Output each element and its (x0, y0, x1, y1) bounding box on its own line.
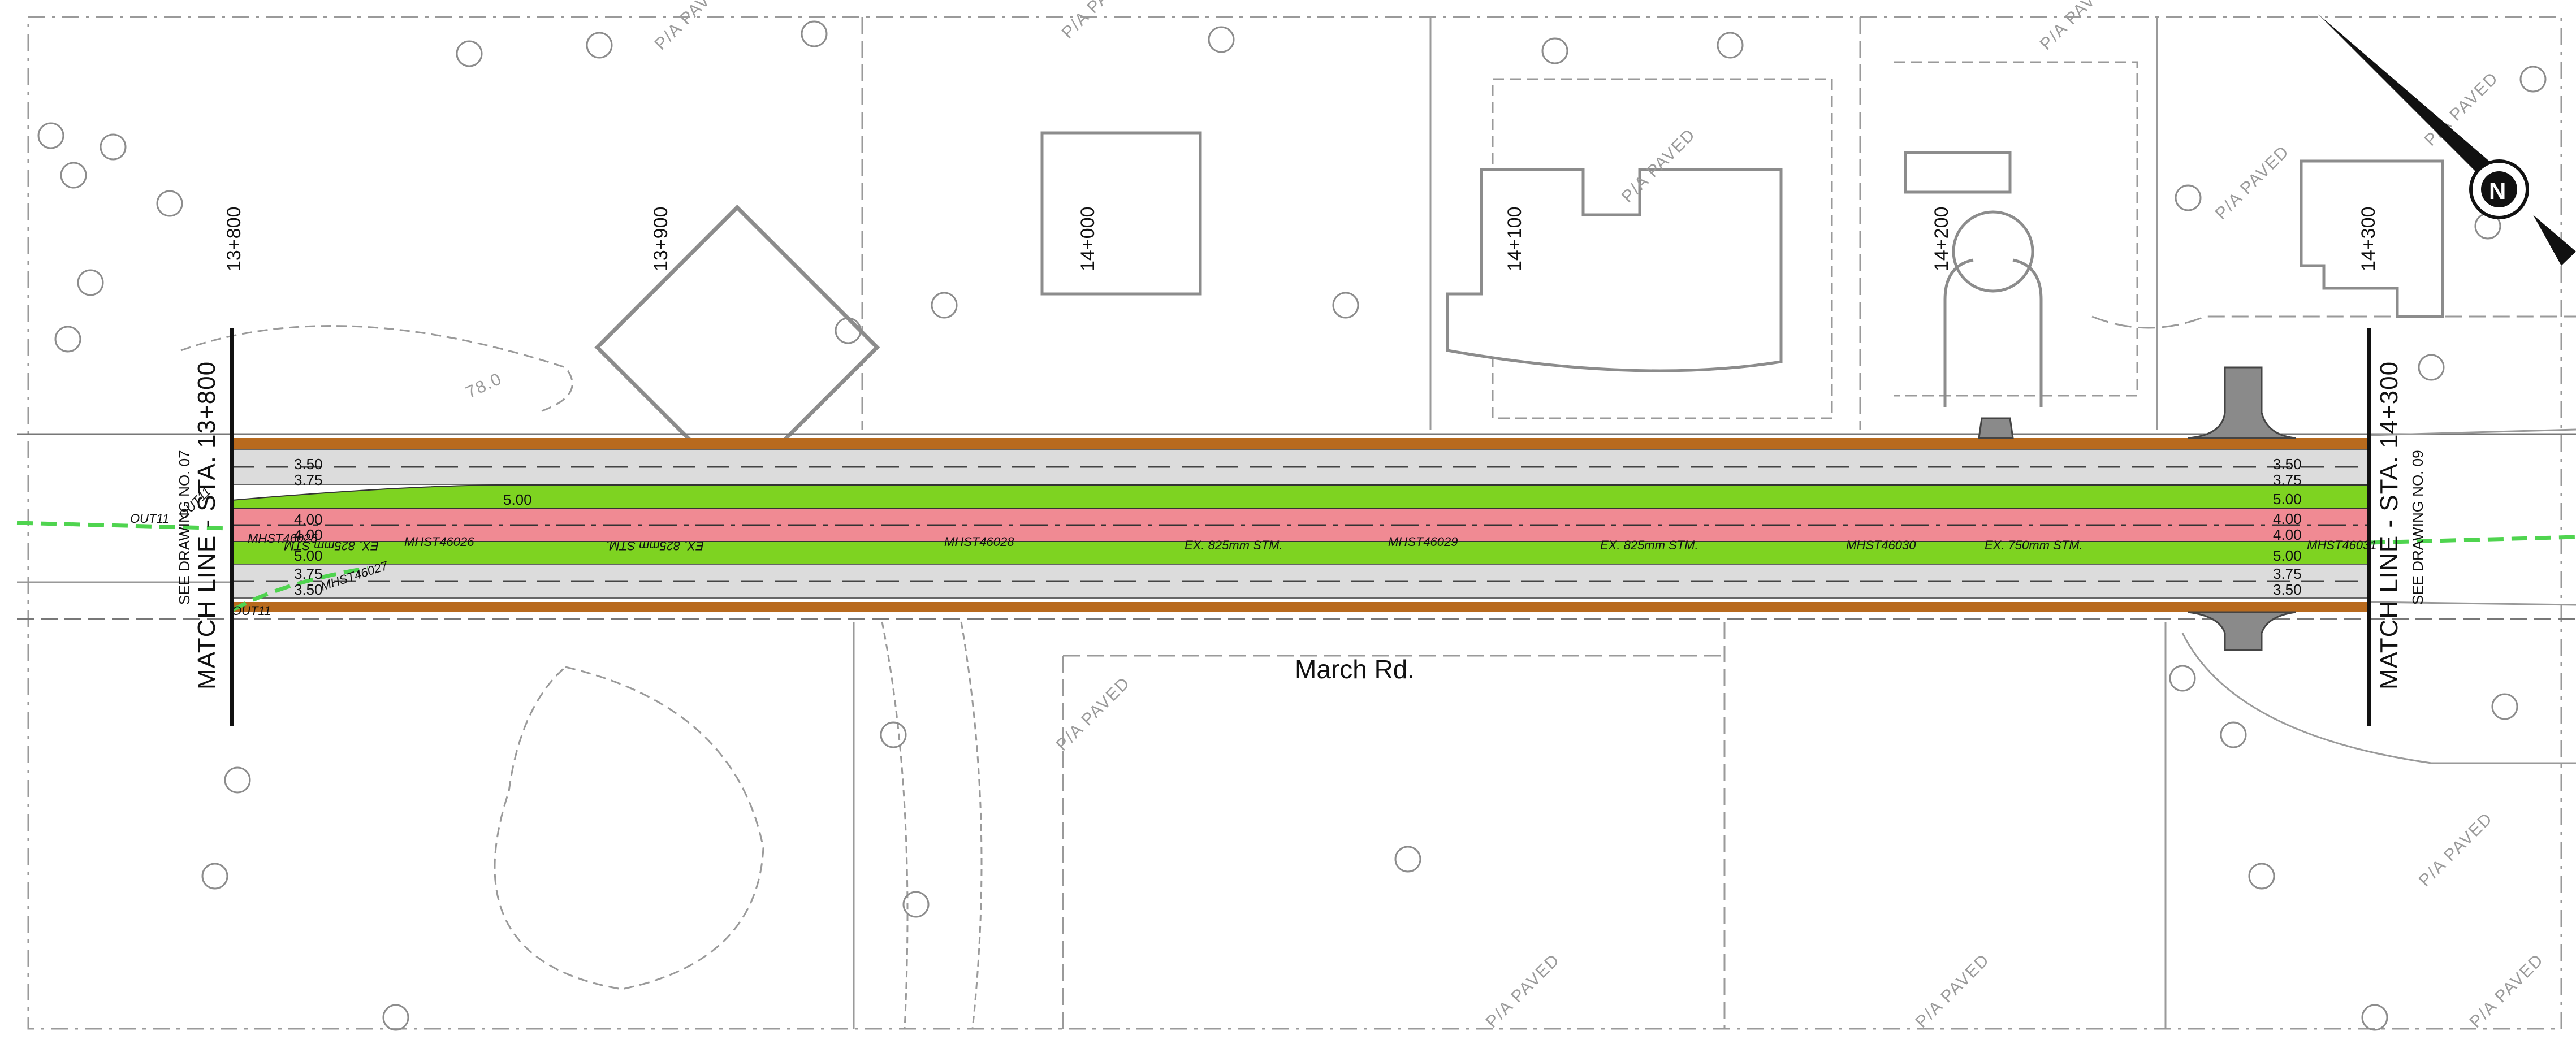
lane-width: 3.50 (294, 581, 323, 598)
building-3 (1446, 168, 1783, 372)
lane-width: 3.75 (2273, 471, 2302, 488)
station-label: 14+100 (1504, 207, 1525, 271)
paved-label: P/A PAVED (2466, 950, 2548, 1032)
lane-width: 3.75 (294, 565, 323, 582)
property-linework (27, 16, 2576, 1030)
storm-sewer (16, 521, 2576, 613)
lane-width: 4.00 (294, 511, 323, 528)
match-lines: MATCH LINE - STA. 13+800 MATCH LINE - ST… (176, 328, 2426, 726)
building-1 (594, 205, 880, 490)
paved-label: P/A PAVED (2037, 0, 2118, 54)
paved-label: P/A PAVED (2415, 809, 2497, 890)
station-label: 13+800 (223, 207, 245, 271)
paved-label: P/A PAVED (1053, 673, 1134, 755)
south-boulevard (232, 602, 2369, 612)
match-line-right: MATCH LINE - STA. 14+300 (2375, 361, 2403, 690)
station-label: 14+200 (1931, 207, 1952, 271)
station-labels: 13+800 13+900 14+000 14+100 14+200 14+30… (223, 207, 2379, 271)
lane-width: 4.00 (2273, 526, 2302, 543)
lane-width: 3.50 (2273, 456, 2302, 473)
existing-pipe-label: EX. 825mm STM. (1185, 538, 1283, 552)
lane-width: 3.75 (2273, 565, 2302, 582)
lane-width: 3.75 (294, 471, 323, 488)
driveways (1978, 366, 2296, 651)
building-5 (2300, 159, 2444, 318)
manhole-label: MHST46025 (248, 531, 318, 545)
paved-label: P/A PAVED (2212, 142, 2293, 223)
lane-width: 3.50 (294, 456, 323, 473)
buildings (594, 131, 2444, 490)
bike-lane-width: 5.00 (503, 491, 532, 508)
lane-width: 4.00 (2273, 510, 2302, 527)
south-bike-lane (231, 541, 2370, 565)
trees (37, 20, 2547, 1031)
manhole-label: MHST46030 (1846, 538, 1916, 552)
see-drawing-right: SEE DRAWING NO. 09 (2409, 450, 2426, 605)
lane-dimensions-left: 3.50 3.75 4.00 4.00 5.00 3.75 3.50 5.00 (294, 456, 532, 598)
existing-pipe-label: EX. 750mm STM. (1985, 538, 2083, 552)
lane-width: 4.00 (294, 526, 323, 543)
building-2 (1040, 131, 1202, 296)
lane-dimensions-right: 3.50 3.75 5.00 4.00 4.00 5.00 3.75 3.50 (2273, 456, 2302, 598)
see-drawing-left: SEE DRAWING NO. 07 (176, 450, 193, 605)
lane-width: 5.00 (294, 547, 323, 564)
lane-width: 3.50 (2273, 581, 2302, 598)
match-line-left: MATCH LINE - STA. 13+800 (193, 361, 221, 690)
station-label: 13+900 (650, 207, 672, 271)
building-4 (1904, 151, 2012, 194)
road-name: March Rd. (1295, 655, 1415, 684)
paved-label: P/A PAVED (1483, 950, 1564, 1032)
paved-label: P/A PAVED (1912, 950, 1994, 1032)
north-bike-lane (231, 484, 2370, 509)
station-label: 14+000 (1077, 207, 1099, 271)
cul-de-sac (1952, 210, 2034, 293)
outfall-label: OUT11 (232, 604, 271, 618)
station-label: 14+300 (2358, 207, 2379, 271)
manhole-label: MHST46031 (2307, 538, 2377, 552)
manhole-label: MHST46028 (944, 535, 1014, 549)
north-arrow-icon: N (2318, 14, 2576, 266)
paved-label: P/A PAVED (1058, 0, 1140, 42)
existing-pipe-label: EX. 825mm STM. (280, 539, 379, 553)
manhole-label: MHST46029 (1388, 535, 1458, 549)
manhole-label: MHST46026 (404, 535, 474, 549)
lane-width: 5.00 (2273, 547, 2302, 564)
existing-pipe-label: EX. 825mm STM. (1600, 538, 1698, 552)
ground-elevation: 78.0 (463, 369, 505, 402)
existing-pipe-label: EX. 825mm STM. (606, 539, 704, 553)
outfall-label: OUT11 (130, 512, 169, 526)
north-boulevard (232, 438, 2369, 449)
paved-label: P/A PAVED (651, 0, 733, 54)
svg-text:N: N (2489, 177, 2506, 204)
road-corridor (17, 428, 2576, 620)
lane-width: 5.00 (2273, 491, 2302, 508)
